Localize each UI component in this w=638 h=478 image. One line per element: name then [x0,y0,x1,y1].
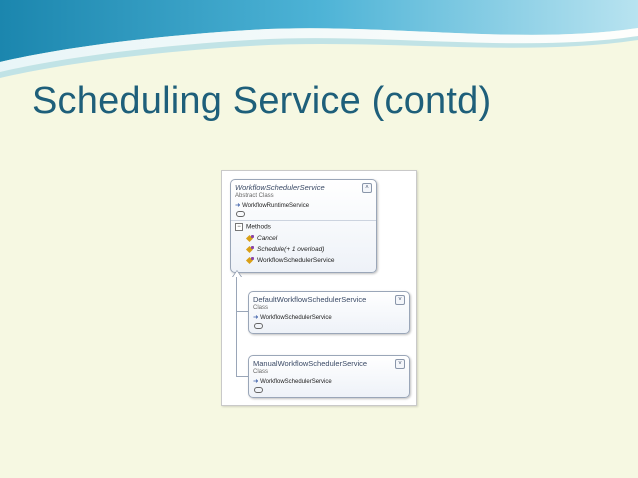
inheritance-arrow-icon: ➜ [253,314,259,321]
header-wave-decoration [0,0,638,78]
chevron-up-icon[interactable]: ˄ [362,183,372,193]
connector-line [236,311,248,312]
method-name: Schedule(+ 1 overload) [257,246,325,254]
chevron-down-icon[interactable]: ˅ [395,359,405,369]
method-name: WorkflowSchedulerService [257,257,335,265]
base-class: ➜ WorkflowSchedulerService [253,377,332,385]
interface-icon [254,387,263,393]
class-kind: Class [253,305,269,311]
method-item[interactable]: WorkflowSchedulerService [247,257,335,264]
interface-icon [254,323,263,329]
base-class-name: WorkflowSchedulerService [260,379,332,385]
chevron-down-icon[interactable]: ˅ [395,295,405,305]
class-diagram: WorkflowSchedulerService ˄ Abstract Clas… [221,170,417,406]
method-icon [247,246,254,253]
method-icon [247,235,254,242]
base-class-name: WorkflowRuntimeService [242,203,310,209]
methods-section-header[interactable]: −Methods [235,223,271,231]
derived-class-box[interactable]: DefaultWorkflowSchedulerService ˅ Class … [248,291,410,334]
derived-class-box[interactable]: ManualWorkflowSchedulerService ˅ Class ➜… [248,355,410,398]
methods-label: Methods [246,223,271,231]
connector-line [236,277,237,376]
inheritance-arrow-icon: ➜ [253,378,259,385]
inheritance-arrowhead-fill [233,271,241,277]
base-class: ➜ WorkflowRuntimeService [235,201,309,209]
class-kind: Abstract Class [235,193,274,199]
base-class: ➜ WorkflowSchedulerService [253,313,332,321]
slide-title: Scheduling Service (contd) [32,80,492,122]
inheritance-arrow-icon: ➜ [235,202,241,209]
method-icon [247,257,254,264]
class-name: WorkflowSchedulerService [235,183,325,192]
method-name: Cancel [257,235,278,243]
method-item[interactable]: Schedule(+ 1 overload) [247,246,324,253]
class-kind: Class [253,369,269,375]
abstract-class-box[interactable]: WorkflowSchedulerService ˄ Abstract Clas… [230,179,377,273]
class-name: DefaultWorkflowSchedulerService [253,295,367,304]
collapse-icon[interactable]: − [235,223,243,231]
base-class-name: WorkflowSchedulerService [260,315,332,321]
class-name: ManualWorkflowSchedulerService [253,359,368,368]
interface-icon [236,211,245,217]
divider [231,220,376,221]
method-item[interactable]: Cancel [247,235,277,242]
connector-line [236,376,248,377]
